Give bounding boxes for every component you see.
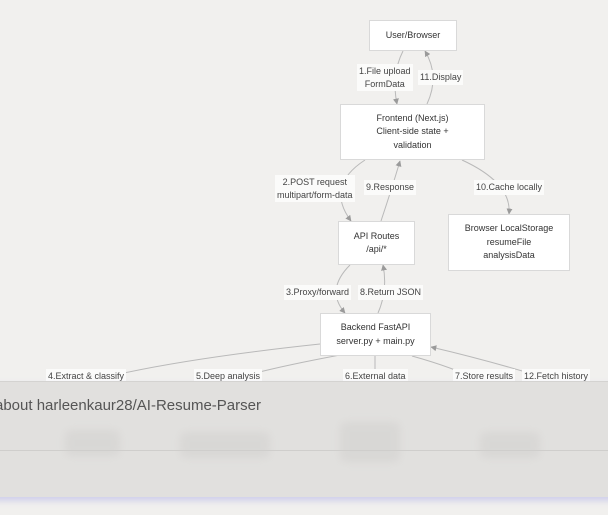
edge-label-display-line-1: 11.Display <box>420 72 462 82</box>
node-api-routes: API Routes /api/* <box>338 221 415 265</box>
node-frontend: Frontend (Next.js) Client-side state + v… <box>340 104 485 160</box>
edge-label-return-json: 8.Return JSON <box>358 285 424 300</box>
edge-label-cache-locally: 10.Cache locally <box>474 180 545 195</box>
node-user-browser-line-1: User/Browser <box>385 29 441 40</box>
edge-label-external-data: 6.External data <box>343 369 408 384</box>
edge-label-return-json-line-1: 8.Return JSON <box>360 287 422 297</box>
node-backend: Backend FastAPI server.py + main.py <box>320 313 431 356</box>
edge-label-external-data-line-1: 6.External data <box>345 371 406 381</box>
overlay-title: about harleenkaur28/AI-Resume-Parser <box>0 397 261 414</box>
node-frontend-line-1: Frontend (Next.js) <box>376 112 449 123</box>
node-backend-line-1: Backend FastAPI <box>340 322 411 332</box>
node-api-routes-line-1: API Routes <box>353 230 400 241</box>
repo-info-overlay[interactable]: about harleenkaur28/AI-Resume-Parser <box>0 381 608 497</box>
node-api-routes-line-2: /api/* <box>366 244 387 254</box>
edge-label-fetch-history: 12.Fetch history <box>522 369 591 384</box>
edge-label-fetch-history-line-1: 12.Fetch history <box>524 371 589 381</box>
edge-label-proxy-forward: 3.Proxy/forward <box>284 285 352 300</box>
edge-label-cache-locally-line-1: 10.Cache locally <box>476 182 543 192</box>
node-backend-line-2: server.py + main.py <box>336 335 415 346</box>
edge-label-deep-analysis: 5.Deep analysis <box>194 369 263 384</box>
edge-label-response: 9.Response <box>364 180 417 195</box>
edge-label-extract-classify: 4.Extract & classify <box>46 369 127 384</box>
edge-label-store-results-line-1: 7.Store results <box>455 371 514 381</box>
node-user-browser: User/Browser <box>369 20 457 51</box>
edge-label-store-results: 7.Store results <box>453 369 516 384</box>
edge-label-display: 11.Display <box>418 70 464 85</box>
overlay-divider <box>0 450 608 451</box>
node-local-storage: Browser LocalStorage resumeFile analysis… <box>448 214 570 271</box>
edge-label-file-upload-line-1: 1.File upload <box>359 66 411 76</box>
edge-label-proxy-forward-line-1: 3.Proxy/forward <box>286 287 350 297</box>
edge-label-file-upload: 1.File upload FormData <box>357 64 413 91</box>
node-frontend-line-2: Client-side state + <box>376 126 449 137</box>
node-frontend-line-3: validation <box>393 139 432 150</box>
node-local-storage-line-3: analysisData <box>483 250 535 261</box>
edge-label-response-line-1: 9.Response <box>366 182 415 192</box>
edge-label-deep-analysis-line-1: 5.Deep analysis <box>196 371 261 381</box>
edge-label-post-request-line-2: multipart/form-data <box>277 189 353 200</box>
edge-label-post-request: 2.POST request multipart/form-data <box>275 175 355 202</box>
node-local-storage-line-1: Browser LocalStorage <box>464 223 554 234</box>
edge-label-post-request-line-1: 2.POST request <box>282 177 347 187</box>
overlay-blurred-background <box>0 382 608 497</box>
node-local-storage-line-2: resumeFile <box>486 236 532 247</box>
edge-label-extract-classify-line-1: 4.Extract & classify <box>48 371 125 381</box>
edge-label-file-upload-line-2: FormData <box>364 78 405 89</box>
